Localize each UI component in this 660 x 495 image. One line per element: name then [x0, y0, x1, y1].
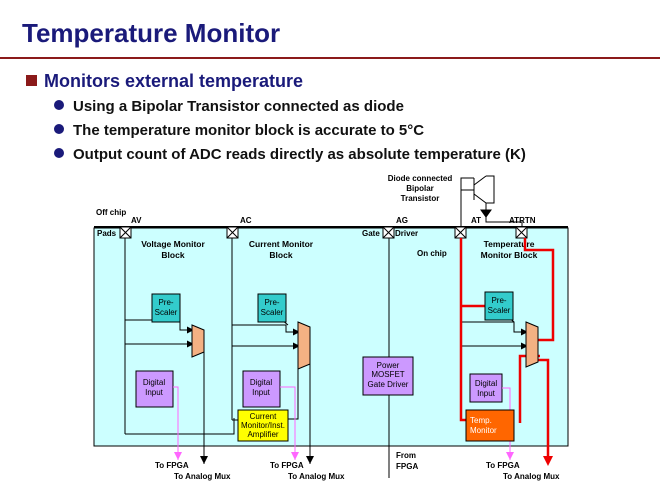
gate-driver-text: Power: [377, 361, 400, 370]
prescaler-text: Scaler: [155, 308, 178, 317]
from-fpga-label-line2: FPGA: [396, 462, 418, 471]
off-chip-label: Off chip: [96, 208, 126, 217]
digital-input-text: Digital: [250, 378, 272, 387]
temperature-prescaler: [484, 291, 514, 321]
pin-atrtn-label: ATRTN: [509, 216, 536, 225]
pin-at-label: AT: [471, 216, 481, 225]
current-digital-input: [242, 370, 281, 408]
temp-monitor-text: Temp.: [470, 416, 492, 425]
prescaler-text: Pre-: [158, 298, 173, 307]
pad-av-icon: [119, 226, 132, 239]
sub-bullet-3: Output count of ADC reads directly as ab…: [54, 146, 526, 163]
sub-bullet-text: Using a Bipolar Transistor connected as …: [73, 98, 404, 115]
temperature-to-analog-mux-label: To Analog Mux: [503, 472, 560, 481]
circle-bullet-icon: [54, 100, 64, 110]
pin-av-label: AV: [131, 216, 142, 225]
current-block-subtitle: Block: [269, 250, 292, 260]
current-monitor-amplifier: [237, 409, 289, 442]
from-fpga-label-line1: From: [396, 451, 416, 460]
voltage-prescaler: [151, 293, 181, 323]
prescaler-text: Scaler: [488, 306, 511, 315]
digital-input-text: Digital: [143, 378, 165, 387]
sub-bullet-text: Output count of ADC reads directly as ab…: [73, 146, 526, 163]
digital-input-text: Input: [145, 388, 164, 397]
digital-input-text: Input: [477, 389, 496, 398]
voltage-block-subtitle: Block: [161, 250, 184, 260]
diode-label-line1: Diode connected: [388, 174, 453, 183]
current-block-title: Current Monitor: [249, 239, 314, 249]
digital-input-text: Digital: [475, 379, 497, 388]
temperature-digital-input: [469, 373, 503, 403]
prescaler-text: Pre-: [264, 298, 279, 307]
diode-label-line2: Bipolar: [406, 184, 434, 193]
on-chip-label: On chip: [417, 249, 447, 258]
driver-label: Driver: [395, 229, 418, 238]
bipolar-transistor-icon: [460, 175, 523, 227]
sub-bullet-2: The temperature monitor block is accurat…: [54, 122, 424, 139]
voltage-mux-icon: [191, 324, 205, 358]
current-mux-icon: [297, 321, 311, 370]
current-to-analog-mux-label: To Analog Mux: [288, 472, 345, 481]
main-bullet: Monitors external temperature: [26, 71, 303, 92]
pad-at-icon: [454, 226, 467, 239]
voltage-block-title: Voltage Monitor: [141, 239, 205, 249]
title-divider: [0, 57, 660, 59]
current-to-fpga-label: To FPGA: [270, 461, 304, 470]
main-bullet-text: Monitors external temperature: [44, 71, 304, 91]
voltage-digital-input: [135, 370, 174, 408]
current-prescaler: [257, 293, 287, 323]
square-bullet-icon: [26, 75, 37, 86]
pin-ac-label: AC: [240, 216, 252, 225]
gate-label: Gate: [362, 229, 380, 238]
amp-text: Monitor/Inst.: [241, 421, 285, 430]
sub-bullet-1: Using a Bipolar Transistor connected as …: [54, 98, 404, 115]
pin-ag-label: AG: [396, 216, 408, 225]
amp-text: Current: [250, 412, 277, 421]
temperature-to-fpga-label: To FPGA: [486, 461, 520, 470]
sub-bullet-text: The temperature monitor block is accurat…: [73, 122, 425, 139]
digital-input-text: Input: [252, 388, 271, 397]
circle-bullet-icon: [54, 148, 64, 158]
gate-driver-text: Gate Driver: [368, 380, 409, 389]
amp-text: Amplifier: [247, 430, 278, 439]
temperature-mux-icon: [525, 321, 539, 368]
prescaler-text: Pre-: [491, 296, 506, 305]
voltage-to-fpga-label: To FPGA: [155, 461, 189, 470]
prescaler-text: Scaler: [261, 308, 284, 317]
pad-ac-icon: [226, 226, 239, 239]
pads-label: Pads: [97, 229, 117, 238]
temp-monitor-text: Monitor: [470, 426, 497, 435]
power-mosfet-gate-driver: [362, 356, 414, 396]
slide-title: Temperature Monitor: [22, 18, 281, 48]
temp-monitor-block: [465, 409, 515, 442]
diode-label-line3: Transistor: [401, 194, 440, 203]
gate-driver-text: MOSFET: [371, 370, 404, 379]
temperature-block-subtitle: Monitor Block: [481, 250, 538, 260]
voltage-to-analog-mux-label: To Analog Mux: [174, 472, 231, 481]
pad-atrtn-icon: [515, 226, 528, 239]
temperature-block-title: Temperature: [484, 239, 535, 249]
pad-ag-icon: [382, 226, 395, 239]
circle-bullet-icon: [54, 124, 64, 134]
